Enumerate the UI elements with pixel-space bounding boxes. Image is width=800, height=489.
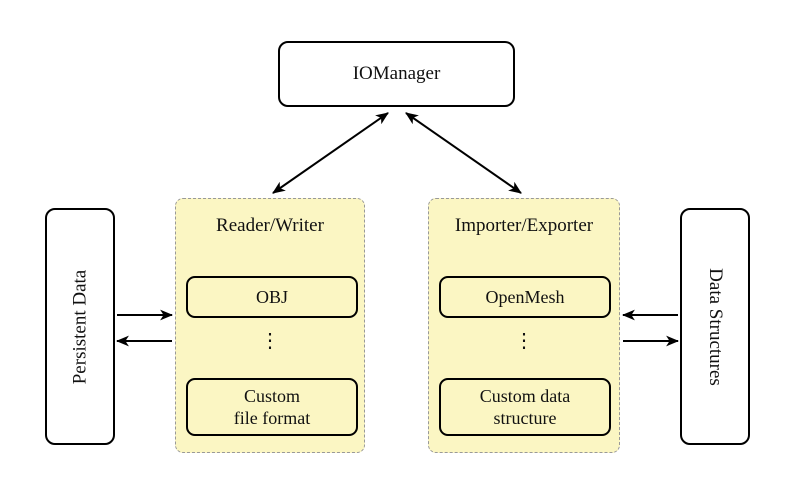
panel-importer-exporter-title: Importer/Exporter [454, 215, 594, 236]
node-iomanager: IOManager [278, 41, 515, 107]
node-openmesh-label: OpenMesh [485, 286, 565, 307]
node-data-structures-label: Data Structures [705, 267, 726, 386]
node-persistent-data-label: Persistent Data [69, 269, 91, 384]
node-persistent-data: Persistent Data [45, 208, 115, 445]
panel-reader-writer-title: Reader/Writer [216, 215, 324, 236]
panel-reader-writer: Reader/Writer OBJ ⋮ Custom file format [175, 198, 365, 453]
node-obj-label: OBJ [255, 286, 288, 307]
node-custom-file-format: Custom file format [186, 378, 358, 436]
reader-writer-ellipsis-icon: ⋮ [260, 330, 280, 352]
arrow-iomanager-readerwriter [272, 112, 389, 194]
node-iomanager-label: IOManager [352, 63, 441, 84]
arrow-iomanager-importerexporter [405, 112, 522, 194]
panel-importer-exporter: Importer/Exporter OpenMesh ⋮ Custom data… [428, 198, 620, 453]
node-custom-data-structure: Custom data structure [439, 378, 611, 436]
node-obj: OBJ [186, 276, 358, 318]
node-openmesh: OpenMesh [439, 276, 611, 318]
node-custom-data-structure-label: Custom data structure [479, 385, 571, 429]
importer-exporter-ellipsis-icon: ⋮ [514, 330, 534, 352]
node-custom-file-format-label: Custom file format [233, 385, 311, 429]
node-data-structures: Data Structures [680, 208, 750, 445]
